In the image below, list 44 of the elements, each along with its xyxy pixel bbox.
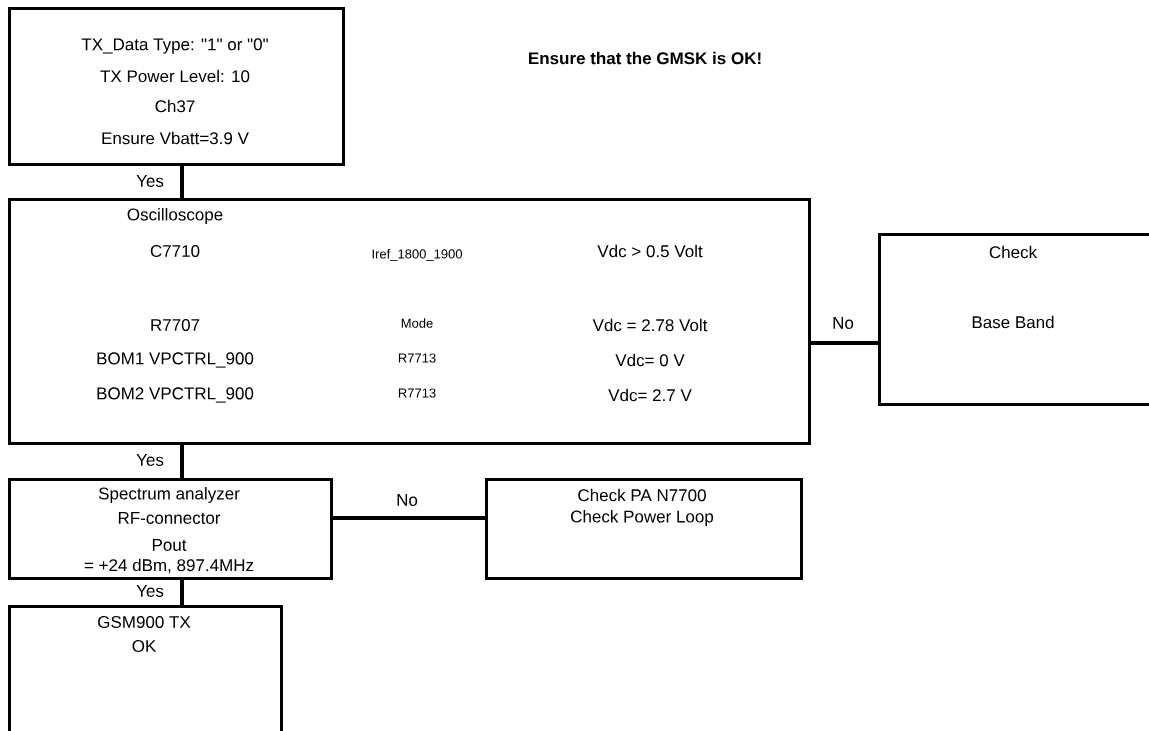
box-text: OK (132, 639, 157, 652)
edge-label: Yes (135, 453, 165, 467)
box-text: Check PA N7700 (578, 488, 706, 502)
box-text: TX_Data Type: "1" or "0" (81, 38, 268, 54)
connector-line (333, 516, 485, 520)
edge-label: Yes (135, 174, 165, 188)
connector-line (180, 445, 184, 478)
connector-line (180, 166, 184, 198)
box-text: Spectrum analyzer (98, 487, 240, 503)
box-text: R7713 (398, 388, 436, 398)
connector-line (811, 341, 878, 345)
box-text: Oscilloscope (127, 208, 223, 224)
box-text: R7713 (398, 353, 436, 363)
box-text: Mode (401, 318, 433, 328)
box-text: C7710 (150, 245, 200, 257)
box-text: Check (989, 245, 1038, 259)
process-box (8, 605, 283, 731)
connector-line (180, 580, 184, 605)
process-box (485, 478, 803, 580)
box-text: Ensure Vbatt=3.9 V (102, 131, 249, 145)
box-text: Vdc= 2.7 V (608, 388, 692, 402)
process-box (8, 7, 345, 166)
process-box (878, 233, 1149, 406)
box-text: RF-connector (118, 512, 221, 524)
edge-label: No (831, 316, 855, 330)
box-text: BOM2 VPCTRL_900 (97, 387, 254, 403)
box-text: BOM1 VPCTRL_900 (97, 352, 254, 368)
edge-label: Yes (135, 584, 165, 598)
box-text: Base Band (972, 315, 1054, 329)
edge-label: No (395, 493, 419, 507)
box-text: GSM900 TX (98, 615, 191, 628)
box-text: TX Power Level: 10 (100, 69, 250, 83)
box-text: Pout (152, 539, 187, 551)
box-text: R7707 (151, 319, 200, 331)
box-text: Ch37 (155, 99, 195, 113)
box-text: Vdc = 2.78 Volt (592, 318, 708, 332)
box-text: Iref_1800_1900 (372, 249, 463, 261)
process-box (8, 198, 811, 445)
box-text: Check Power Loop (571, 510, 714, 526)
box-text: = +24 dBm, 897.4MHz (84, 558, 254, 574)
note-text: Ensure that the GMSK is OK! (529, 51, 761, 65)
box-text: Vdc > 0.5 Volt (597, 244, 703, 258)
box-text: Vdc= 0 V (615, 353, 685, 367)
process-box (8, 478, 333, 580)
